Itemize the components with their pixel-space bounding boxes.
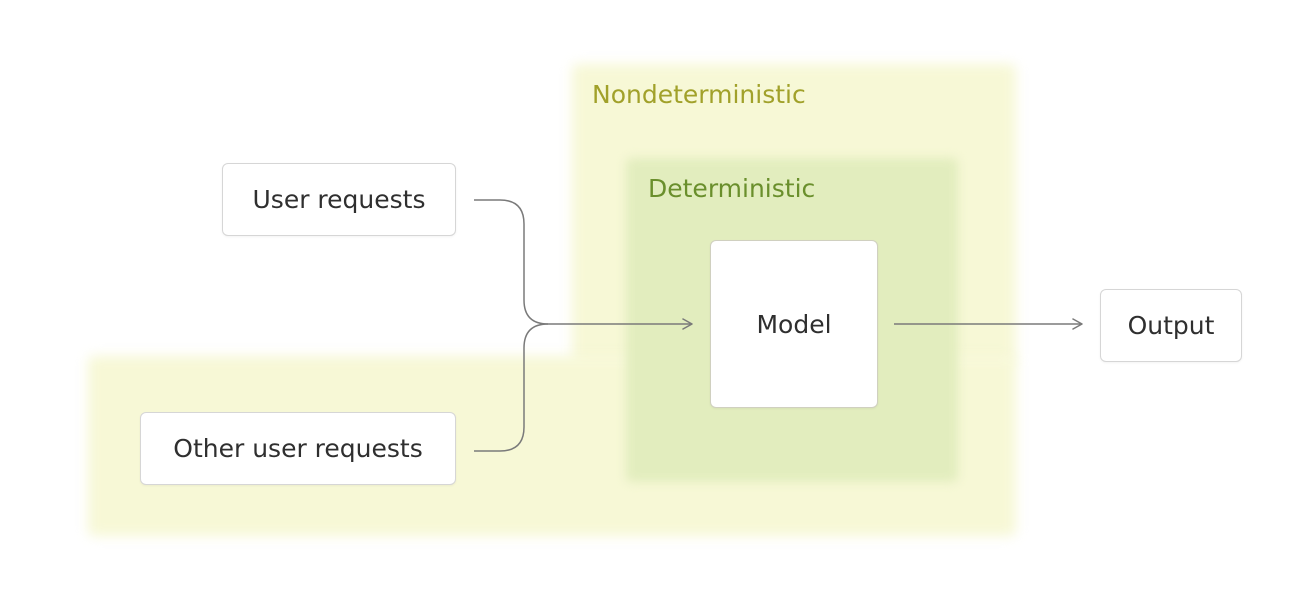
nondeterministic-label: Nondeterministic	[592, 80, 806, 109]
user-requests-node: User requests	[222, 163, 456, 236]
edge-user-requests-to-model	[474, 199, 549, 325]
output-label: Output	[1127, 311, 1215, 340]
user-requests-label: User requests	[252, 185, 426, 214]
model-node: Model	[710, 240, 878, 408]
other-user-requests-label: Other user requests	[173, 434, 423, 463]
model-label: Model	[756, 309, 832, 339]
deterministic-label: Deterministic	[648, 174, 816, 203]
output-node: Output	[1100, 289, 1242, 362]
edge-other-user-requests-to-model	[474, 323, 549, 452]
other-user-requests-node: Other user requests	[140, 412, 456, 485]
